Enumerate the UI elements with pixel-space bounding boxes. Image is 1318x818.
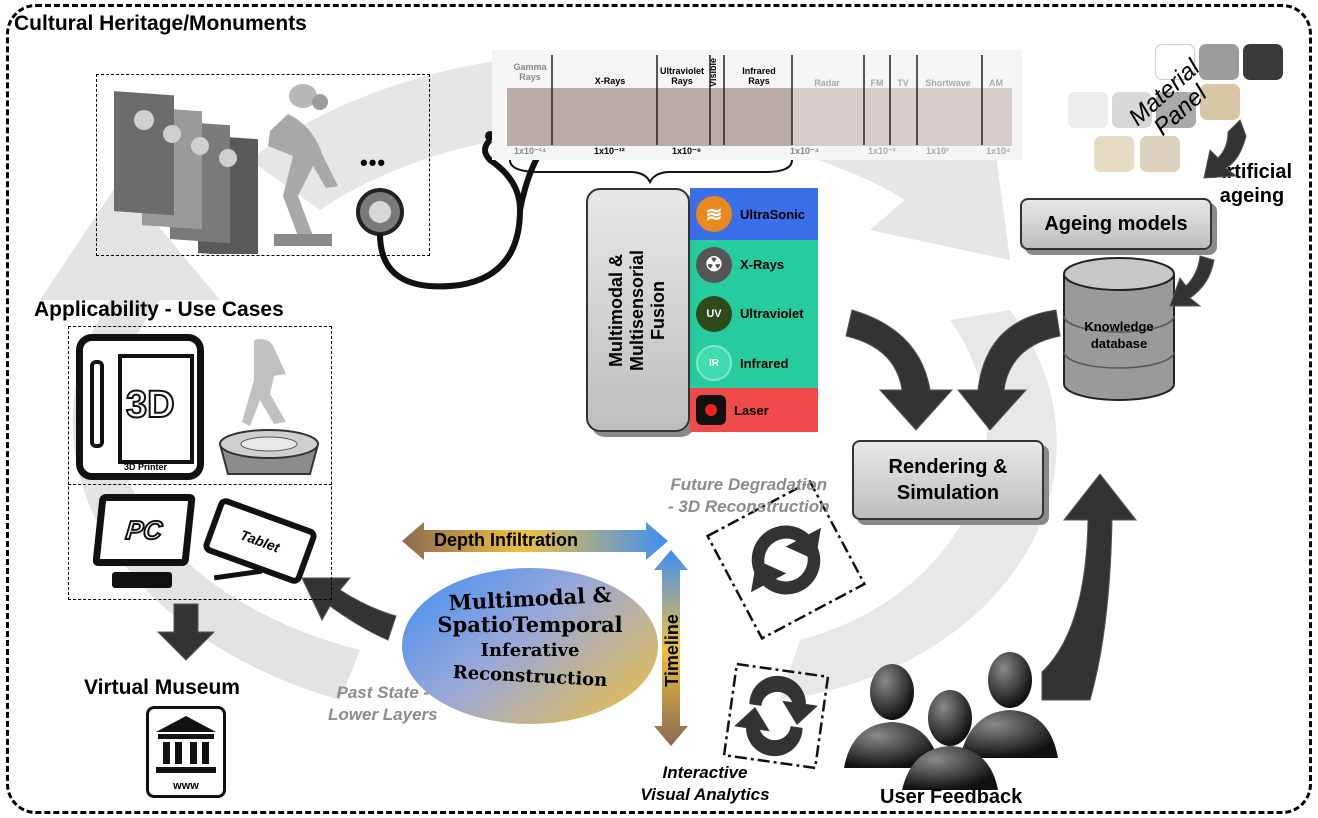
- pc-stand: [112, 572, 172, 588]
- sensor-infrared-label: Infrared: [740, 355, 789, 371]
- artificial-ageing-label: Artificial ageing: [1212, 160, 1292, 208]
- tick-2: 1x10⁻⁹: [672, 146, 702, 156]
- applicability-title: Applicability - Use Cases: [34, 298, 284, 321]
- material-swatch: [1094, 136, 1134, 172]
- artificial-ageing-line2: ageing: [1219, 185, 1285, 207]
- sensor-laser: Laser: [690, 388, 818, 432]
- material-swatch: [1200, 84, 1240, 120]
- material-swatch: [1243, 44, 1283, 80]
- printer-window: [118, 354, 194, 464]
- spectrum-brace: [509, 159, 793, 185]
- sensor-ultrasonic: ≋ UltraSonic: [690, 188, 818, 240]
- rendering-simulation-box: Rendering & Simulation: [852, 440, 1044, 520]
- interactive-line2: Visual Analytics: [640, 785, 770, 804]
- knowledge-db-line2: database: [1090, 336, 1148, 351]
- spectrum-inactive-band: [792, 88, 1012, 146]
- pc-label: PC: [123, 514, 164, 546]
- users-icon: [844, 652, 1058, 790]
- database-icon: [1063, 257, 1175, 401]
- printer-label: 3D Printer: [124, 462, 168, 472]
- band-fm: FM: [870, 78, 884, 88]
- infrared-icon: IR: [696, 345, 732, 382]
- material-swatch: [1155, 44, 1195, 80]
- sensor-xrays: ☢ X-Rays: [690, 246, 785, 283]
- future-degradation-line1: Future Degradation: [670, 475, 828, 494]
- outer-frame: [6, 4, 1312, 814]
- timeline-label-wrap: Timeline: [652, 600, 692, 700]
- timeline-arrow: [654, 550, 688, 746]
- tick-6: 1x10⁴: [986, 146, 1011, 156]
- museum-icon: [156, 716, 216, 773]
- rendering-line2: Simulation: [896, 482, 1000, 504]
- more-ellipsis: •••: [360, 150, 387, 175]
- ageing-models-box: Ageing models: [1020, 198, 1212, 250]
- sensor-infrared: IR Infrared: [690, 345, 789, 382]
- band-xrays: X-Rays: [594, 76, 626, 86]
- heritage-images-box: [96, 74, 430, 256]
- sensor-laser-label: Laser: [734, 402, 769, 418]
- tick-3: 1x10⁻⁴: [790, 146, 820, 156]
- tablet-label: Tablet: [238, 526, 282, 556]
- printer-3d-text: 3D: [125, 383, 176, 427]
- center-line2: SpatioTemporal: [437, 612, 623, 637]
- interactive-line1: Interactive: [662, 763, 748, 782]
- depth-infiltration-arrow: [402, 522, 668, 560]
- use-cases-box: [68, 326, 332, 600]
- band-am: AM: [989, 78, 1003, 88]
- center-reconstruction-ellipse: [402, 568, 658, 724]
- laser-icon: [696, 395, 726, 425]
- depth-infiltration-label: Depth Infiltration: [434, 530, 578, 550]
- virtual-museum-title: Virtual Museum: [84, 676, 240, 699]
- artificial-ageing-line1: Artificial: [1212, 161, 1293, 183]
- cultural-heritage-title: Cultural Heritage/Monuments: [14, 12, 307, 35]
- past-state-line1: Past State -: [336, 683, 430, 702]
- band-infrared: Infrared Rays: [742, 66, 776, 86]
- interactive-analytics-label: Interactive Visual Analytics: [630, 762, 780, 806]
- sensor-xrays-label: X-Rays: [740, 257, 785, 273]
- timeline-label: Timeline: [661, 613, 682, 687]
- knowledge-db-label: Knowledge database: [1060, 318, 1178, 352]
- spectrum-dividers: [551, 55, 983, 145]
- future-degradation-line2: - 3D Reconstruction: [668, 497, 830, 516]
- pc-monitor-icon: PC: [92, 494, 196, 566]
- rendering-line1: Rendering &: [888, 456, 1008, 478]
- material-swatch: [1156, 92, 1196, 128]
- band-gamma: Gamma Rays: [513, 62, 547, 82]
- user-feedback-title: User Feedback: [880, 786, 1023, 808]
- radiation-icon: ☢: [696, 246, 732, 283]
- tick-0: 1x10⁻¹⁴: [514, 146, 547, 156]
- past-state-line2: Lower Layers: [328, 705, 438, 724]
- sensor-ultraviolet-label: Ultraviolet: [740, 306, 804, 322]
- fusion-panel: Multimodal & Multisensorial Fusion: [586, 188, 690, 432]
- past-state-label: Past State - Lower Layers: [328, 682, 438, 726]
- www-label: www: [173, 780, 199, 792]
- sensor-ultraviolet: UV Ultraviolet: [690, 295, 804, 332]
- material-swatch: [1112, 92, 1152, 128]
- knowledge-db-line1: Knowledge: [1084, 319, 1154, 334]
- tick-5: 1x10²: [926, 146, 950, 156]
- band-ultraviolet: Ultraviolet Rays: [659, 66, 704, 86]
- uv-icon: UV: [696, 295, 732, 332]
- use-cases-divider: [68, 484, 332, 485]
- hologram-icon: [218, 339, 320, 475]
- band-radar: Radar: [814, 78, 840, 88]
- future-degradation-label: Future Degradation - 3D Reconstruction: [668, 474, 830, 518]
- material-swatch: [1140, 136, 1180, 172]
- center-reconstruction-label: Multimodal & SpatioTemporal Inferative R…: [402, 582, 658, 691]
- material-swatch: [1068, 92, 1108, 128]
- heritage-images: [114, 84, 338, 254]
- tick-4: 1x10⁻²: [868, 146, 896, 156]
- ultrasonic-icon: ≋: [696, 196, 732, 232]
- material-swatch: [1199, 44, 1239, 80]
- spectrum-active-band: [507, 88, 792, 146]
- band-tv: TV: [897, 78, 909, 88]
- printer-icon: [76, 334, 204, 480]
- center-line3: Inferative: [480, 640, 580, 661]
- band-shortwave: Shortwave: [925, 78, 971, 88]
- tick-1: 1x10⁻¹²: [594, 146, 625, 156]
- printer-door: [90, 360, 104, 448]
- sensor-group-green: ☢ X-Rays UV Ultraviolet IR Infrared: [690, 240, 818, 388]
- sensor-ultrasonic-label: UltraSonic: [740, 206, 806, 222]
